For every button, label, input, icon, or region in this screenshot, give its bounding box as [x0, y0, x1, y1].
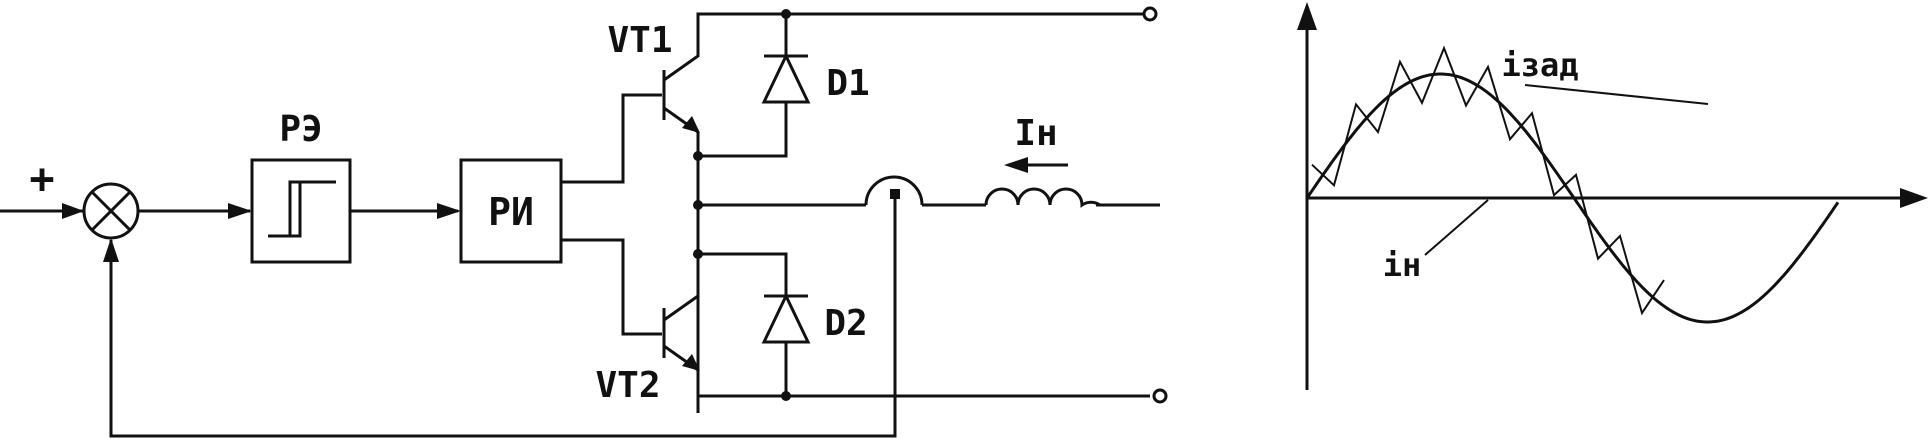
pulse-distributor-label: РИ — [488, 190, 534, 234]
diode-d2 — [698, 252, 811, 396]
input-arrowhead — [62, 203, 84, 219]
transistor-top-label: VT1 — [607, 20, 672, 61]
terminal-bottom — [1152, 388, 1168, 404]
relay-element-block — [250, 158, 352, 264]
reference-current-curve — [1305, 72, 1840, 324]
control-circuit: + РЭ РИ — [0, 6, 1168, 438]
distributor-input-arrowhead — [437, 203, 461, 219]
pulse-distributor-block — [459, 158, 563, 264]
load-current-leader — [1424, 199, 1489, 256]
current-sensor — [103, 175, 924, 438]
load-current-label: Iн — [1014, 113, 1057, 154]
plus-sign: + — [29, 154, 54, 203]
base-drive-line-top — [561, 93, 662, 184]
y-axis-arrowhead — [1297, 2, 1317, 30]
load-current-ripple — [1311, 45, 1665, 316]
diode-bottom-label: D2 — [824, 303, 867, 344]
waveform-load-current-label: iн — [1383, 246, 1422, 284]
terminal-top — [1142, 6, 1158, 22]
relay-element-label: РЭ — [279, 109, 322, 150]
diode-top-label: D1 — [826, 63, 869, 104]
reference-current-label: iзад — [1501, 46, 1578, 84]
load-current-arrowhead — [1004, 157, 1028, 173]
waveform-plot: iзад iн — [1297, 2, 1928, 390]
transistor-vt2 — [662, 294, 1150, 398]
load-inductor — [984, 187, 1101, 208]
transistor-bottom-label: VT2 — [595, 365, 660, 406]
x-axis-arrowhead — [1900, 188, 1928, 208]
summing-junction — [82, 182, 140, 240]
reference-current-leader — [1524, 84, 1709, 105]
transistor-vt1 — [662, 12, 1150, 413]
junction-dots — [693, 9, 791, 401]
diode-d1 — [698, 14, 811, 158]
relay-input-arrowhead — [228, 203, 252, 219]
base-drive-line-bottom — [561, 238, 662, 336]
